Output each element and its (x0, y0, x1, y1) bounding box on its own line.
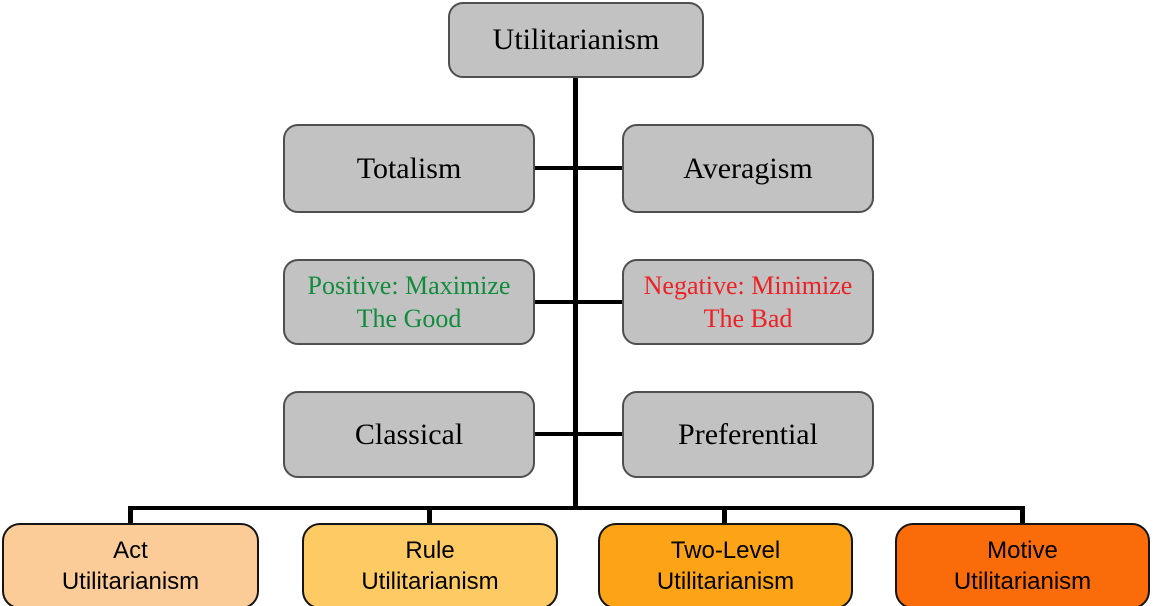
node-rule-utilitarianism: Rule Utilitarianism (302, 523, 558, 606)
connector-stub-motive (1020, 506, 1025, 523)
node-act-utilitarianism: Act Utilitarianism (2, 523, 259, 606)
node-two-level-utilitarianism: Two-Level Utilitarianism (598, 523, 853, 606)
node-negative: Negative: Minimize The Bad (622, 259, 874, 345)
node-classical: Classical (283, 391, 535, 478)
node-utilitarianism-label: Utilitarianism (492, 23, 660, 56)
connector-stub-twolevel (722, 506, 727, 523)
connector-stub-act (128, 506, 133, 523)
node-averagism-label: Averagism (683, 151, 813, 185)
connector-trunk (573, 78, 578, 510)
node-utilitarianism: Utilitarianism (448, 2, 704, 78)
node-classical-label: Classical (354, 417, 464, 451)
connector-row3 (535, 432, 622, 436)
node-preferential: Preferential (622, 391, 874, 478)
node-two-level-label-line1: Two-Level (670, 537, 781, 564)
node-motive-utilitarianism: Motive Utilitarianism (895, 523, 1150, 606)
node-positive-label-line1: Positive: Maximize (307, 271, 511, 300)
node-positive-label-line2: The Good (356, 304, 462, 333)
node-totalism-label: Totalism (356, 151, 462, 185)
node-positive: Positive: Maximize The Good (283, 259, 535, 345)
connector-stub-rule (427, 506, 432, 523)
node-preferential-label: Preferential (678, 417, 818, 451)
connector-row1 (535, 166, 622, 170)
node-negative-label-line1: Negative: Minimize (643, 271, 853, 300)
node-rule-label-line2: Utilitarianism (361, 568, 499, 595)
node-totalism: Totalism (283, 124, 535, 213)
node-averagism: Averagism (622, 124, 874, 213)
node-act-label-line1: Act (113, 537, 148, 564)
connector-bottom-bar (128, 506, 1025, 510)
node-rule-label-line1: Rule (405, 537, 455, 564)
node-negative-label-line2: The Bad (703, 304, 793, 333)
node-two-level-label-line2: Utilitarianism (656, 568, 795, 595)
node-motive-label-line1: Motive (987, 537, 1058, 564)
node-act-label-line2: Utilitarianism (61, 568, 200, 595)
connector-row2 (535, 300, 622, 304)
node-motive-label-line2: Utilitarianism (953, 568, 1092, 595)
